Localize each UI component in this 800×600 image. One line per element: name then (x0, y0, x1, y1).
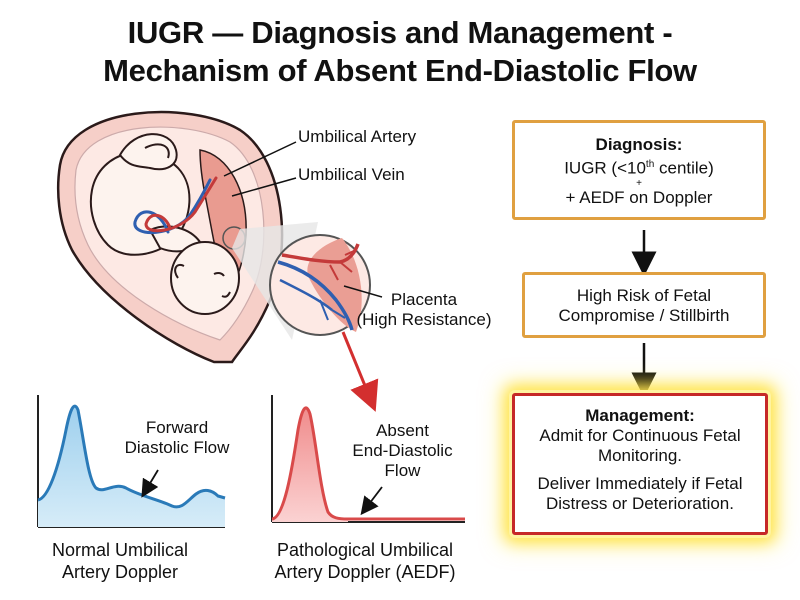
red-arrow-icon (341, 331, 379, 412)
title-line-2: Mechanism of Absent End-Diastolic Flow (103, 53, 697, 88)
forward-label-line-2: Diastolic Flow (124, 438, 230, 457)
absent-label-line-1: Absent (376, 421, 429, 440)
pathological-caption-line-1: Pathological Umbilical (276, 540, 454, 560)
normal-caption-line-1: Normal Umbilical (51, 540, 189, 560)
pathological-doppler-waveform (271, 406, 465, 521)
normal-doppler-chart (37, 395, 226, 528)
risk-line-2: Compromise / Stillbirth (558, 306, 730, 325)
umbilical-cord (133, 176, 218, 234)
umbilical-vein-leader (231, 177, 297, 197)
placenta-label-line-1: Placenta (390, 290, 458, 309)
normal-caption-line-2: Artery Doppler (61, 562, 179, 582)
diagnosis-box: Diagnosis: IUGR (<10th centile) + + AEDF… (512, 120, 766, 220)
management-line-1: Admit for Continuous Fetal (539, 426, 741, 445)
forward-label-line-1: Forward (145, 418, 209, 437)
title-line-1: IUGR — Diagnosis and Management - (127, 15, 673, 50)
diagnosis-heading: Diagnosis: (595, 135, 683, 154)
management-box: Management: Admit for Continuous Fetal M… (512, 393, 768, 535)
page-title: IUGR — Diagnosis and Management - Mechan… (0, 14, 800, 90)
forward-flow-arrow-icon (141, 469, 159, 498)
absent-flow-arrow-icon (360, 486, 383, 516)
forward-diastolic-flow-label: Forward Diastolic Flow (112, 418, 242, 458)
pathological-caption-line-2: Artery Doppler (AEDF) (274, 562, 456, 582)
umbilical-vein-label: Umbilical Vein (298, 165, 405, 184)
risk-box: High Risk of Fetal Compromise / Stillbir… (522, 272, 766, 338)
management-heading: Management: (585, 406, 695, 425)
diagnosis-line-1: IUGR (<10th centile) (564, 158, 714, 178)
pathological-doppler-caption: Pathological Umbilical Artery Doppler (A… (250, 539, 480, 583)
pathological-doppler-chart (271, 395, 465, 523)
placenta-leader (343, 285, 383, 298)
management-line-4: Distress or Deterioration. (545, 494, 734, 513)
diagnosis-line-2: + AEDF on Doppler (565, 187, 713, 207)
umbilical-artery-leader (223, 141, 297, 177)
placenta-label: Placenta (High Resistance) (350, 290, 498, 330)
absent-label-line-2: End-Diastolic (352, 441, 453, 460)
absent-label-line-3: Flow (384, 461, 421, 480)
absent-end-diastolic-flow-label: Absent End-Diastolic Flow (335, 421, 470, 481)
umbilical-artery-label: Umbilical Artery (298, 127, 417, 146)
management-line-2: Monitoring. (597, 446, 683, 465)
placenta-label-line-2: (High Resistance) (356, 310, 492, 329)
diagnosis-plus: + (636, 177, 642, 189)
normal-doppler-waveform (37, 404, 226, 509)
placenta-zoom-circle (269, 234, 371, 336)
management-line-3: Deliver Immediately if Fetal (537, 474, 743, 493)
normal-doppler-caption: Normal Umbilical Artery Doppler (20, 539, 220, 583)
risk-line-1: High Risk of Fetal (576, 286, 712, 305)
